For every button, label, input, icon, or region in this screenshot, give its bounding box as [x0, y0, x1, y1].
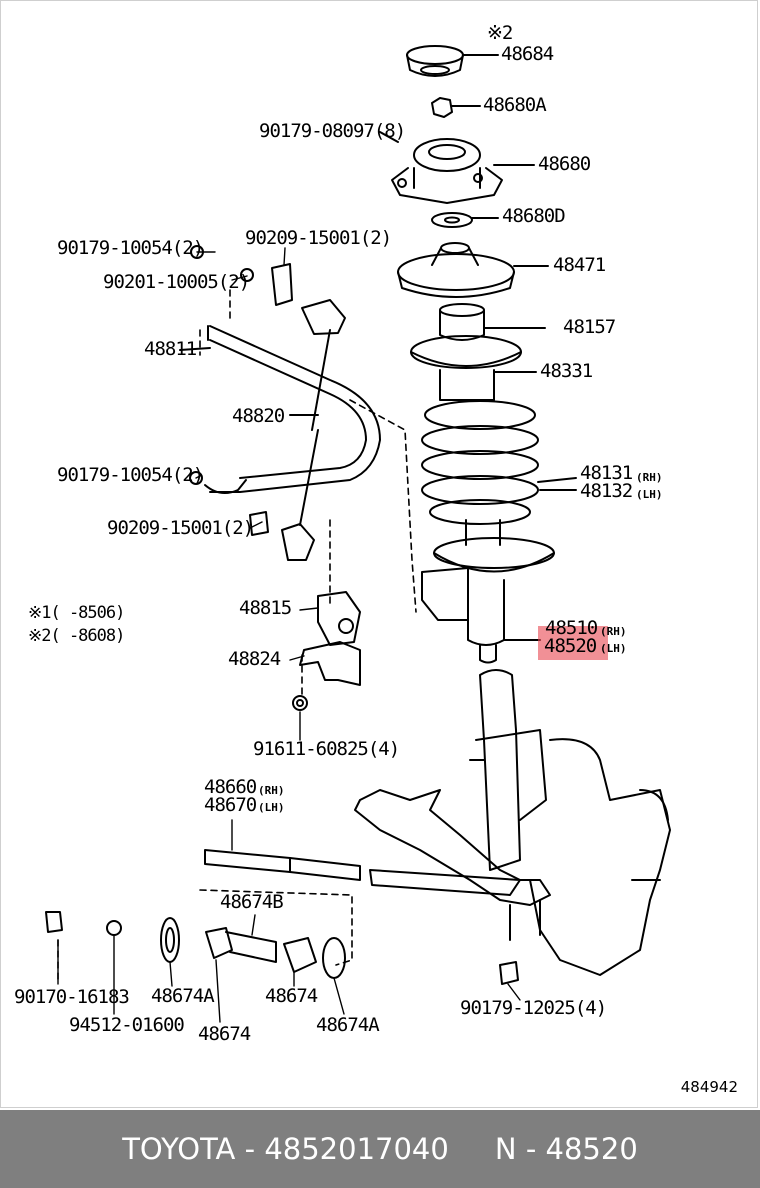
label-48815[interactable]: 48815 — [239, 597, 292, 619]
footer-brand: TOYOTA — [122, 1132, 236, 1166]
label-94512-01600[interactable]: 94512-01600 — [69, 1014, 185, 1036]
footer-ref-number: 48520 — [545, 1132, 638, 1166]
leader-lines — [57, 247, 521, 1023]
label-90179-12025[interactable]: 90179-12025(4) — [460, 997, 607, 1019]
stabilizer-link-48820-drawing — [281, 299, 346, 561]
label-48684[interactable]: 48684 — [501, 43, 554, 65]
label-48660[interactable]: 48660 — [204, 776, 257, 798]
shock-absorber-48520-drawing — [421, 519, 555, 664]
diagram-frame — [0, 0, 758, 1108]
bushing-48660-drawing — [204, 849, 361, 881]
coil-spring-48131-drawing — [421, 400, 577, 525]
label-90179-08097[interactable]: 90179-08097(8) — [259, 120, 406, 142]
label-48824[interactable]: 48824 — [228, 648, 281, 670]
label-48132[interactable]: 48132 — [580, 480, 633, 502]
label-rh-48660: (RH) — [258, 784, 285, 797]
label-48510[interactable]: 48510 — [545, 617, 598, 639]
suspension-exploded-diagram — [45, 45, 671, 1023]
stabilizer-bar-48811-drawing — [179, 325, 381, 495]
label-48811[interactable]: 48811 — [144, 338, 197, 360]
part-info-footer: TOYOTA - 4852017040 N - 48520 — [0, 1110, 760, 1188]
note-mark-2: ※2 — [487, 22, 513, 44]
label-48674A-right[interactable]: 48674A — [316, 1014, 380, 1036]
label-48520[interactable]: 48520 — [544, 635, 597, 657]
footer-sep-1: - — [235, 1132, 265, 1166]
label-90209-15001-lower[interactable]: 90209-15001(2) — [107, 517, 254, 539]
label-48820[interactable]: 48820 — [232, 405, 285, 427]
label-90201-10005[interactable]: 90201-10005(2) — [103, 271, 250, 293]
note-1: ※1( -8506) — [28, 603, 125, 623]
label-48331[interactable]: 48331 — [540, 360, 593, 382]
label-lh-48520: (LH) — [600, 642, 627, 655]
nut-48680A-drawing — [431, 97, 481, 118]
label-90209-15001-upper[interactable]: 90209-15001(2) — [245, 227, 392, 249]
label-48674A-left[interactable]: 48674A — [151, 985, 215, 1007]
washer-48680D-drawing — [431, 212, 499, 228]
label-48680A[interactable]: 48680A — [483, 94, 547, 116]
label-lh-48132: (LH) — [636, 488, 663, 501]
label-48471[interactable]: 48471 — [553, 254, 606, 276]
insulator-48331-drawing — [439, 369, 537, 401]
highlight-48520 — [538, 626, 608, 660]
footer-gap — [449, 1132, 495, 1166]
label-91611-60825[interactable]: 91611-60825(4) — [253, 738, 400, 760]
label-48680D[interactable]: 48680D — [502, 205, 566, 227]
footer-sep-2: - — [516, 1132, 546, 1166]
drawing-code: 484942 — [680, 1078, 738, 1096]
label-48670[interactable]: 48670 — [204, 794, 257, 816]
label-90179-10054-upper[interactable]: 90179-10054(2) — [57, 237, 204, 259]
label-48674-right[interactable]: 48674 — [265, 985, 318, 1007]
steering-knuckle-drawing — [469, 669, 671, 976]
bumper-48157-drawing — [410, 303, 546, 369]
footer-ref-prefix: N — [494, 1132, 517, 1166]
label-48680[interactable]: 48680 — [538, 153, 591, 175]
label-90179-10054-lower[interactable]: 90179-10054(2) — [57, 464, 204, 486]
label-48157[interactable]: 48157 — [563, 316, 616, 338]
label-48674-left[interactable]: 48674 — [198, 1023, 251, 1045]
note-2: ※2( -8608) — [28, 626, 125, 646]
spring-seat-48471-drawing — [397, 242, 549, 298]
upper-support-48680-drawing — [379, 131, 535, 204]
label-48131[interactable]: 48131 — [580, 462, 633, 484]
label-rh-48510: (RH) — [600, 625, 627, 638]
dust-cover-48684-drawing — [406, 45, 499, 77]
label-lh-48670: (LH) — [258, 801, 285, 814]
label-90170-16183[interactable]: 90170-16183 — [14, 986, 130, 1008]
label-rh-48131: (RH) — [636, 471, 663, 484]
label-48674B[interactable]: 48674B — [220, 891, 284, 913]
lower-control-arm-drawing — [354, 789, 551, 941]
footer-part-number: 4852017040 — [264, 1132, 449, 1166]
